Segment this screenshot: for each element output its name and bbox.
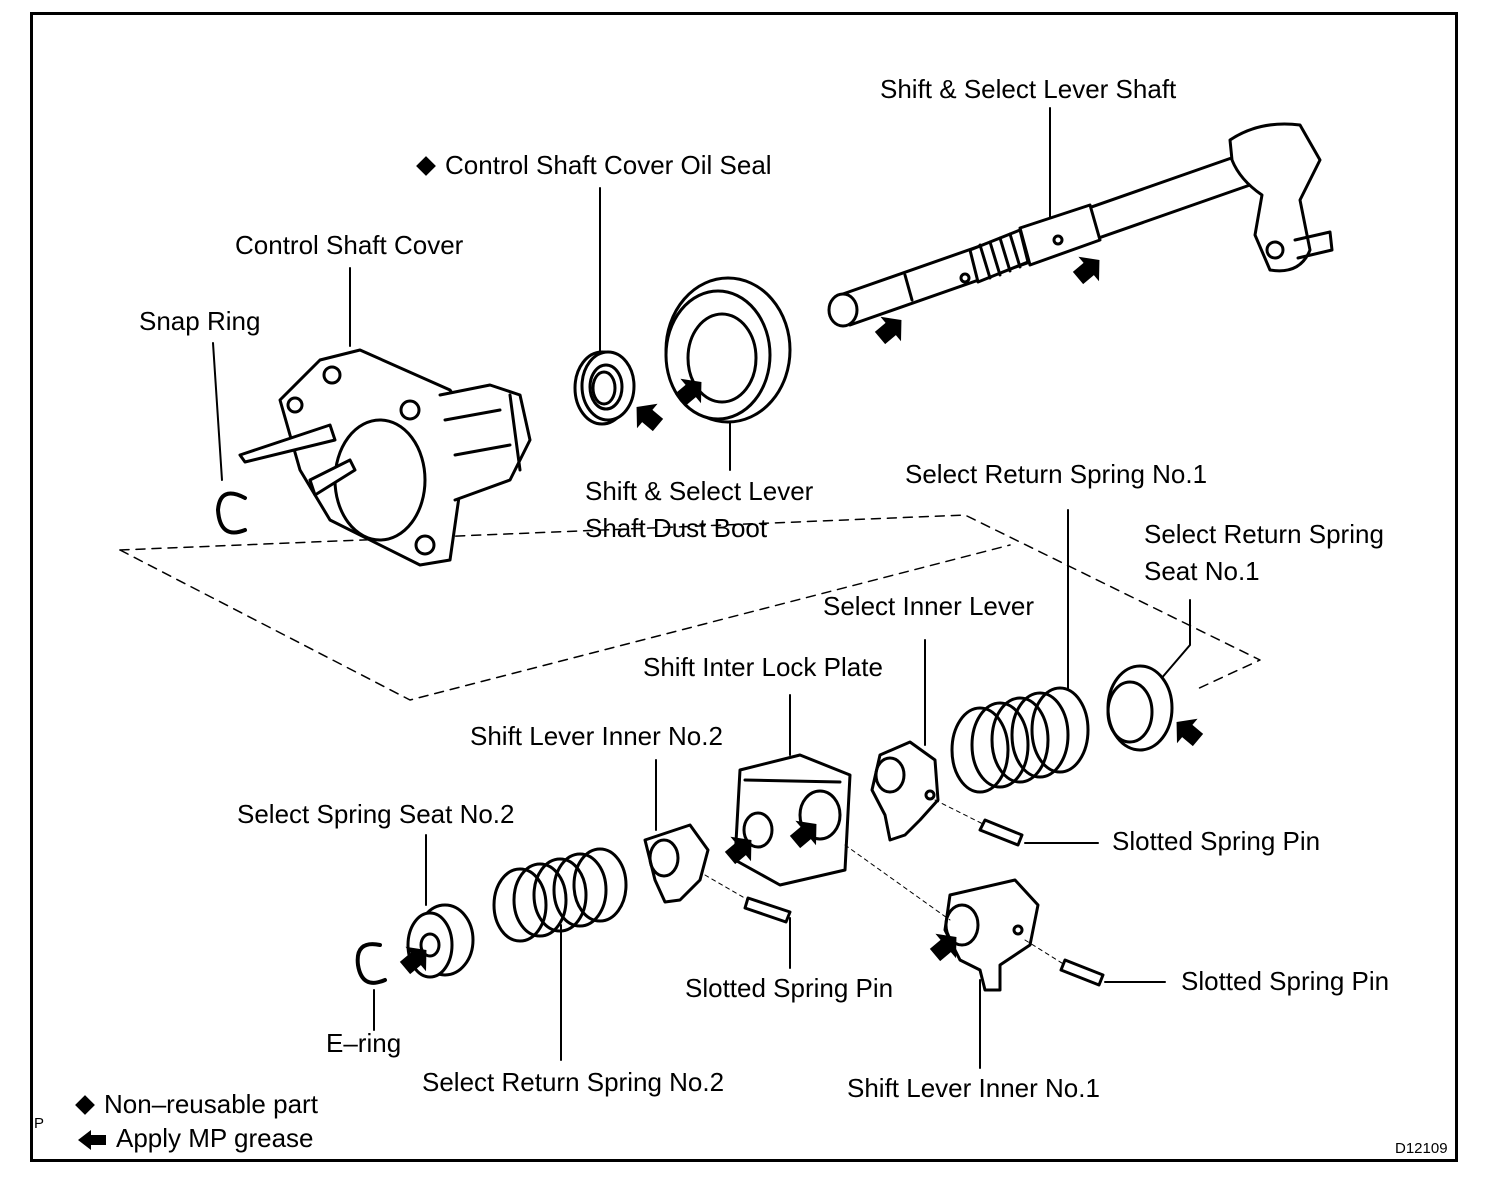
- arrow-icon: [724, 836, 752, 865]
- arrow-icon: [399, 946, 427, 975]
- legend-text: Apply MP grease: [116, 1123, 314, 1153]
- label-control-shaft-cover-oil-seal: Control Shaft Cover Oil Seal: [415, 149, 772, 183]
- select-return-spring-no1: [950, 686, 1090, 794]
- assembly-plane-outline: [119, 514, 1261, 691]
- figure-code: D12109: [1395, 1140, 1448, 1157]
- label-dust-boot-line2: Shaft Dust Boot: [585, 513, 768, 543]
- arrow-icon: [874, 316, 902, 345]
- shift-select-lever-shaft: [827, 122, 1334, 328]
- select-return-spring-no2: [492, 847, 628, 943]
- shift-lever-inner-no1: [943, 878, 1040, 992]
- label-e-ring: E–ring: [326, 1028, 402, 1058]
- control-shaft-cover-oil-seal: [573, 350, 636, 426]
- diamond-icon: [416, 155, 436, 176]
- e-ring: [355, 942, 387, 985]
- leader-lines: [212, 107, 1191, 1069]
- arrow-icon: [636, 403, 664, 432]
- label-text: Control Shaft Cover Oil Seal: [445, 150, 772, 180]
- select-inner-lever: [870, 740, 940, 842]
- label-select-spring-seat-no2: Select Spring Seat No.2: [237, 799, 515, 829]
- assembly-plane-outline-lower: [119, 544, 1011, 701]
- arrow-icon: [1072, 256, 1100, 285]
- legend-text: Non–reusable part: [104, 1089, 318, 1119]
- select-return-spring-seat-no1: [1106, 664, 1174, 752]
- arrow-icon: [929, 933, 957, 962]
- legend-non-reusable: Non–reusable part: [74, 1088, 318, 1122]
- label-select-inner-lever: Select Inner Lever: [823, 591, 1035, 621]
- diamond-icon: [75, 1094, 95, 1115]
- control-shaft-cover: [238, 348, 532, 567]
- label-slotted-spring-pin: Slotted Spring Pin: [1112, 826, 1321, 856]
- alignment-lines: [704, 799, 1066, 966]
- legend-apply-grease: Apply MP grease: [78, 1122, 314, 1156]
- shift-lever-inner-no2: [643, 823, 710, 904]
- grease-arrow-icons: [399, 256, 1204, 975]
- label-shift-inter-lock-plate: Shift Inter Lock Plate: [643, 652, 883, 682]
- arrow-icon: [78, 1130, 106, 1151]
- label-dust-boot-line1: Shift & Select Lever: [585, 476, 814, 506]
- arrow-icon: [1176, 718, 1204, 747]
- label-shift-select-lever-shaft: Shift & Select Lever Shaft: [880, 74, 1177, 104]
- arrow-icon: [674, 378, 702, 407]
- label-select-return-spring-seat-line2: Seat No.1: [1144, 556, 1260, 586]
- corner-mark: P: [34, 1115, 45, 1132]
- label-control-shaft-cover: Control Shaft Cover: [235, 230, 464, 260]
- snap-ring: [216, 491, 247, 535]
- slotted-spring-pins: [743, 818, 1105, 987]
- label-shift-lever-inner-no2: Shift Lever Inner No.2: [470, 721, 723, 751]
- shift-inter-lock-plate: [733, 753, 852, 887]
- label-select-return-spring-no2: Select Return Spring No.2: [422, 1067, 725, 1097]
- arrow-icon: [789, 820, 817, 849]
- label-slotted-spring-pin: Slotted Spring Pin: [685, 973, 894, 1003]
- label-select-return-spring-no1: Select Return Spring No.1: [905, 459, 1208, 489]
- label-shift-lever-inner-no1: Shift Lever Inner No.1: [847, 1073, 1100, 1103]
- label-select-return-spring-seat-line1: Select Return Spring: [1144, 519, 1384, 549]
- diagram-frame: [30, 12, 1458, 1162]
- label-snap-ring: Snap Ring: [139, 306, 261, 336]
- label-slotted-spring-pin: Slotted Spring Pin: [1181, 966, 1390, 996]
